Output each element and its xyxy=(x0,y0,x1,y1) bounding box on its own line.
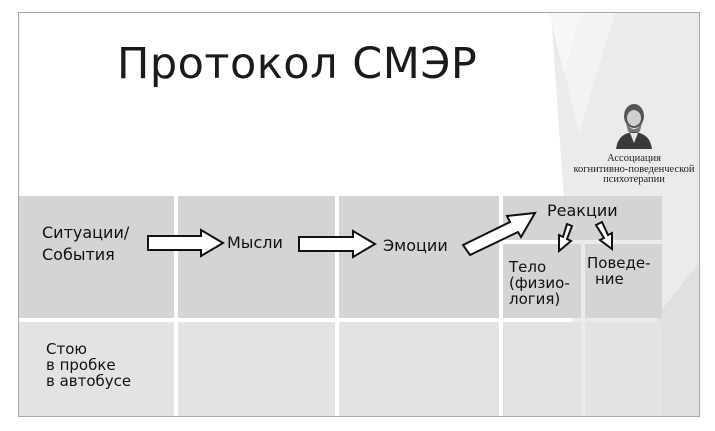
arrow-reactions-behavior xyxy=(594,220,613,251)
example-line3: в автобусе xyxy=(46,372,132,390)
cell-body xyxy=(503,244,581,318)
arrow-emotions-reactions xyxy=(461,211,537,257)
portrait-icon xyxy=(616,104,652,149)
slide: Протокол СМЭР Ассоциация когнитивно-пове… xyxy=(18,12,700,417)
reactions-label: Реакции xyxy=(547,201,618,220)
cell-example-situation xyxy=(19,322,174,416)
logo-text-line2: когнитивно-поведенческой xyxy=(573,163,695,175)
body-label-line1: Тело xyxy=(509,258,547,276)
logo-text-line3: психотерапии xyxy=(603,174,665,185)
example-line1: Стою xyxy=(46,340,88,358)
cell-example-body xyxy=(503,322,581,416)
cell-emotions xyxy=(339,196,499,318)
cell-example-thoughts xyxy=(178,322,335,416)
page-title: Протокол СМЭР xyxy=(117,39,478,89)
logo-text-line1: Ассоциация xyxy=(607,153,661,164)
arrow-thoughts-emotions xyxy=(298,229,377,259)
emotions-label: Эмоции xyxy=(383,236,448,255)
example-line2: в пробке xyxy=(46,356,116,374)
body-label-line3: логия) xyxy=(509,290,561,308)
cell-example-behavior xyxy=(585,322,662,416)
cell-thoughts xyxy=(178,196,335,318)
association-logo: Ассоциация когнитивно-поведенческой псих… xyxy=(564,99,699,186)
arrow-reactions-body xyxy=(558,222,574,254)
cell-situations xyxy=(19,196,174,318)
arrow-situation-thoughts xyxy=(147,228,225,258)
behavior-label-line2: ние xyxy=(595,270,624,288)
flow-arrows xyxy=(147,211,613,259)
situations-label-line1: Ситуации/ xyxy=(42,223,130,242)
cell-example-emotions xyxy=(339,322,499,416)
thoughts-label: Мысли xyxy=(227,233,283,252)
cell-behavior xyxy=(585,244,662,318)
behavior-label-line1: Поведе- xyxy=(587,254,651,272)
situations-label-line2: События xyxy=(42,245,115,264)
body-label-line2: (физио- xyxy=(509,274,570,292)
